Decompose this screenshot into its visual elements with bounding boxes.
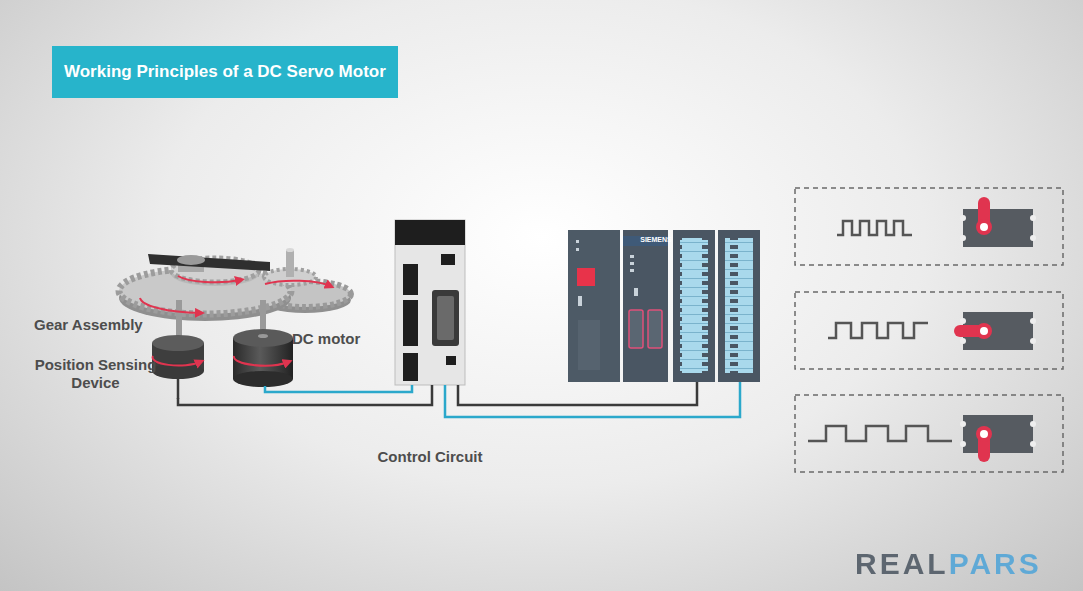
servo-drive-drawing	[403, 300, 418, 346]
gear-assembly	[119, 248, 351, 342]
pwm-panel	[795, 292, 1063, 369]
servo-icon	[960, 415, 1036, 462]
title-banner: Working Principles of a DC Servo Motor	[52, 46, 398, 98]
plc-drawing	[648, 310, 662, 348]
plc-drawing	[629, 310, 643, 348]
servo-drive: Control Circuit	[395, 220, 465, 385]
servo-drive-drawing	[403, 353, 418, 381]
plc-drawing	[568, 230, 620, 382]
plc-drawing	[578, 296, 582, 306]
motor-drawing	[234, 356, 288, 366]
position-sensor-drawing	[177, 378, 180, 399]
servo-icon	[960, 235, 966, 241]
gear-assembly	[177, 255, 205, 265]
plc-drawing	[718, 230, 760, 382]
plc-drawing	[568, 230, 760, 382]
pwm-panel	[828, 323, 928, 338]
part-label: Gear Assembly	[34, 316, 143, 334]
position-sensor: Position Sensing Device	[28, 330, 213, 398]
gear-assembly	[286, 250, 294, 277]
plc-drawing	[577, 268, 595, 286]
servo-icon	[963, 415, 1033, 453]
pwm-panel	[808, 426, 952, 441]
servo-icon	[960, 338, 966, 344]
node-label: Position Sensing Device	[28, 356, 163, 392]
servo-icon	[980, 430, 988, 438]
position-sensor-drawing	[152, 335, 204, 351]
position-sensor-drawing	[153, 356, 200, 365]
servo-drive-drawing	[395, 220, 465, 385]
servo-icon	[960, 197, 1036, 247]
servo-icon	[976, 426, 992, 442]
plc-drawing	[576, 248, 579, 251]
pwm-panel	[795, 188, 1063, 472]
servo-drive-drawing	[395, 220, 465, 385]
plc-drawing	[578, 320, 600, 370]
servo-drive-drawing	[441, 254, 455, 265]
plc-drawing	[725, 238, 753, 373]
pwm-panel	[837, 221, 912, 235]
servo-icon	[1030, 338, 1036, 344]
servo-icon	[980, 223, 988, 231]
gear-assembly	[265, 281, 330, 286]
servo-icon	[976, 323, 992, 339]
signal-wire	[445, 382, 740, 417]
servo-icon	[963, 209, 1033, 247]
servo-drive-drawing	[432, 290, 459, 346]
servo-icon	[960, 441, 966, 447]
node-label: DC motor	[292, 330, 370, 348]
servo-icon	[960, 318, 966, 324]
servo-icon	[1030, 235, 1036, 241]
plc-drawing	[680, 238, 708, 373]
servo-icon	[1030, 421, 1036, 427]
plc-drawing	[673, 230, 715, 382]
dc-motor: DC motor	[230, 300, 372, 386]
plc-drawing	[630, 269, 634, 272]
motor-drawing	[233, 371, 293, 387]
servo-drive-drawing	[446, 356, 456, 365]
servo-icon	[1030, 318, 1036, 324]
servo-icon	[980, 327, 988, 335]
plc-drawing	[623, 230, 668, 382]
gear-assembly	[148, 254, 270, 271]
position-sensor-drawing	[152, 335, 204, 399]
plc-drawing	[634, 288, 638, 296]
plc-drawing	[630, 255, 634, 258]
pwm-panel	[795, 188, 1063, 265]
servo-drive-drawing	[403, 264, 418, 295]
motor-drawing	[233, 329, 293, 387]
motor-drawing	[258, 334, 268, 338]
servo-icon	[954, 312, 1036, 350]
node-label: Control Circuit	[365, 448, 495, 466]
pwm-panel	[795, 395, 1063, 472]
gear-assembly	[178, 276, 240, 282]
signal-wire	[178, 385, 432, 405]
servo-icon	[1030, 215, 1036, 221]
servo-icon	[960, 215, 966, 221]
servo-icon	[960, 421, 966, 427]
motor-drawing	[233, 329, 293, 347]
node-label: SIEMENS	[638, 236, 674, 244]
servo-icon	[976, 219, 992, 235]
servo-icon	[1030, 441, 1036, 447]
servo-drive-drawing	[395, 220, 465, 245]
gear-assembly	[140, 298, 200, 313]
signal-wire	[458, 382, 697, 405]
gear-assembly	[286, 248, 294, 252]
plc-drawing	[630, 262, 634, 265]
plc-drawing	[576, 240, 579, 243]
servo-drive-drawing	[437, 296, 454, 340]
signal-wire	[265, 385, 412, 392]
plc-rack: SIEMENS	[568, 230, 760, 382]
watermark: REALPARS	[855, 546, 1042, 582]
